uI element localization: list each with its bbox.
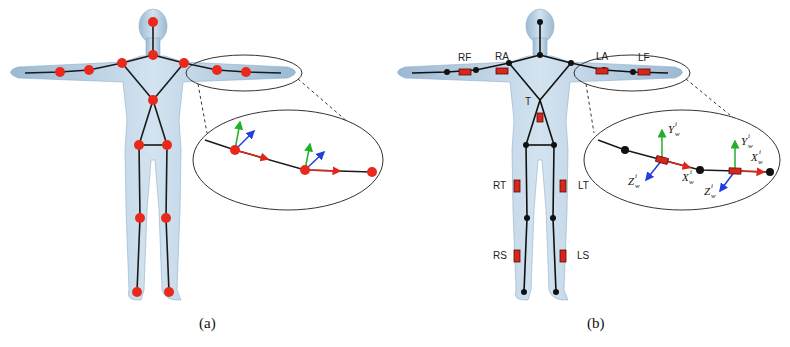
sensor-label: T	[525, 97, 531, 107]
sensor-label: RA	[495, 52, 509, 62]
subfigure-label: (a)	[199, 316, 216, 331]
axis-subscript: w	[689, 179, 694, 186]
axis-label: Z	[704, 186, 710, 197]
axis-subscript: w	[758, 159, 763, 166]
axis-superscript: i	[748, 133, 750, 140]
sensor-label: LF	[638, 53, 650, 63]
axis-label: X	[682, 172, 689, 183]
zoom-callout	[186, 55, 383, 210]
zoom-callout	[574, 55, 780, 210]
axis-label: X	[751, 152, 758, 163]
skeleton-figure	[11, 9, 296, 300]
axis-label: Y	[741, 136, 747, 147]
axis-superscript: i	[675, 121, 677, 128]
axis-superscript: i	[690, 169, 692, 176]
axis-superscript: i	[635, 173, 637, 180]
sensor-label: RT	[493, 181, 506, 191]
axis-superscript: i	[759, 149, 761, 156]
subfigure-label: (b)	[587, 316, 605, 331]
axis-label: Y	[668, 124, 674, 135]
axis-subscript: w	[635, 183, 640, 190]
sensor-label: LA	[596, 52, 608, 62]
axis-subscript: w	[675, 131, 680, 138]
axis-subscript: w	[748, 143, 753, 150]
sensor-label: RF	[458, 53, 471, 63]
sensor-label: LT	[578, 181, 589, 191]
sensor-label: LS	[577, 251, 589, 261]
sensor-label: RS	[493, 251, 507, 261]
axis-subscript: w	[711, 193, 716, 200]
axis-superscript: i	[711, 183, 713, 190]
axis-label: Z	[628, 176, 634, 187]
